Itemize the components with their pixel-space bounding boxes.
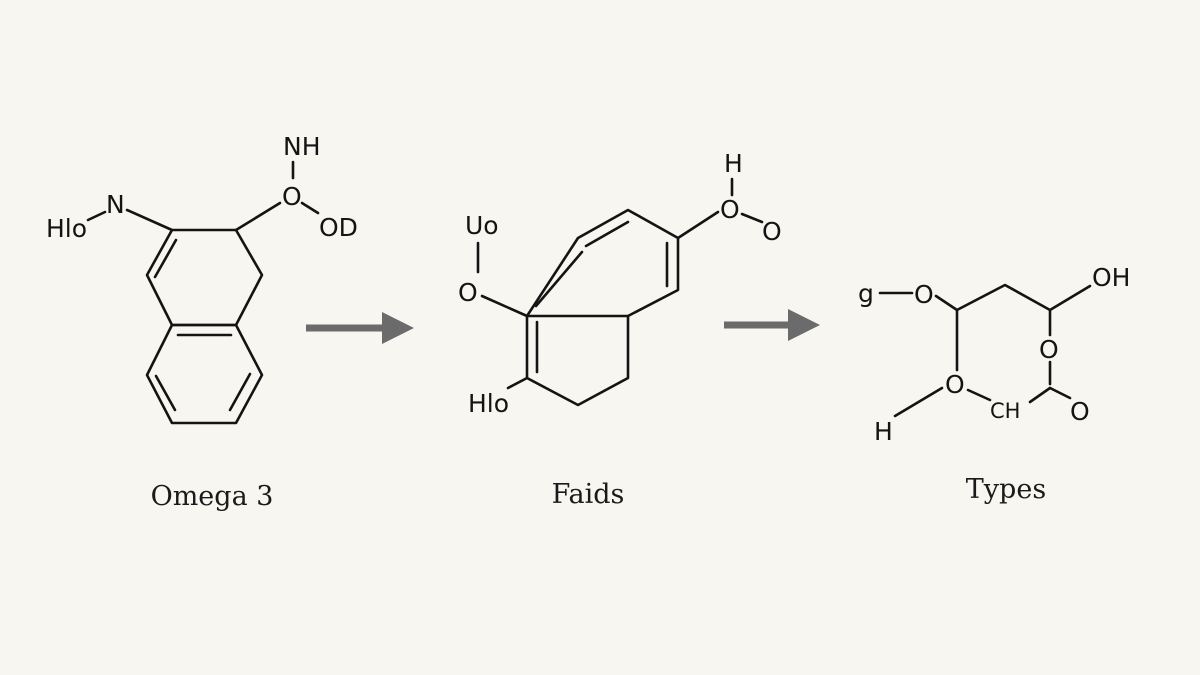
double-bond	[534, 250, 584, 308]
molecule-faids: Uo O Hlo H O O Faids	[458, 149, 782, 510]
atom-h-top: H	[724, 149, 743, 178]
atom-o: O	[282, 182, 302, 211]
bond	[234, 201, 282, 232]
molecule-omega-3: NH O OD Hlo N Omega 3	[46, 132, 358, 512]
atom-o-bottom: O	[945, 370, 965, 399]
bond	[300, 201, 320, 215]
caption-faids: Faids	[552, 479, 625, 510]
atom-uo: Uo	[465, 211, 499, 240]
ring-lower	[525, 314, 630, 407]
bond	[125, 208, 174, 232]
atom-g: g	[858, 279, 874, 308]
atom-hlo: Hlo	[46, 214, 87, 243]
atom-h: H	[874, 417, 893, 446]
atom-n: N	[106, 190, 125, 219]
double-bond	[154, 374, 177, 412]
ring-upper	[525, 208, 680, 318]
atom-o-far: O	[1070, 397, 1090, 426]
ring-upper	[145, 228, 264, 327]
backbone-chain	[934, 283, 1092, 312]
atom-o-left: O	[458, 278, 478, 307]
bond	[1028, 386, 1052, 404]
bond	[676, 210, 720, 240]
atom-oh: OH	[1092, 263, 1130, 292]
double-bond	[228, 372, 252, 412]
bond	[506, 376, 529, 390]
bond	[740, 212, 764, 224]
reaction-arrow-2	[724, 309, 820, 341]
atom-o-left: O	[914, 280, 934, 309]
caption-types: Types	[966, 474, 1046, 505]
atom-od: OD	[319, 213, 358, 242]
atom-o-right: O	[1039, 335, 1059, 364]
bond	[966, 388, 992, 402]
double-bond	[584, 220, 630, 248]
bond	[86, 210, 107, 222]
bond	[893, 386, 944, 418]
bond	[1048, 386, 1072, 400]
ring-lower	[145, 323, 264, 425]
bond	[480, 294, 529, 318]
double-bond	[153, 238, 178, 279]
caption-omega-3: Omega 3	[151, 481, 274, 512]
atom-ch: CH	[990, 399, 1020, 423]
atom-o-mid: O	[720, 195, 740, 224]
reaction-arrow-1	[306, 312, 414, 344]
atom-o-right: O	[762, 217, 782, 246]
arrow-head	[788, 309, 820, 341]
atom-nh: NH	[283, 132, 321, 161]
atom-hlo: Hlo	[468, 389, 509, 418]
molecule-types: g O OH O H CH O O Types	[858, 263, 1130, 505]
arrow-head	[382, 312, 414, 344]
